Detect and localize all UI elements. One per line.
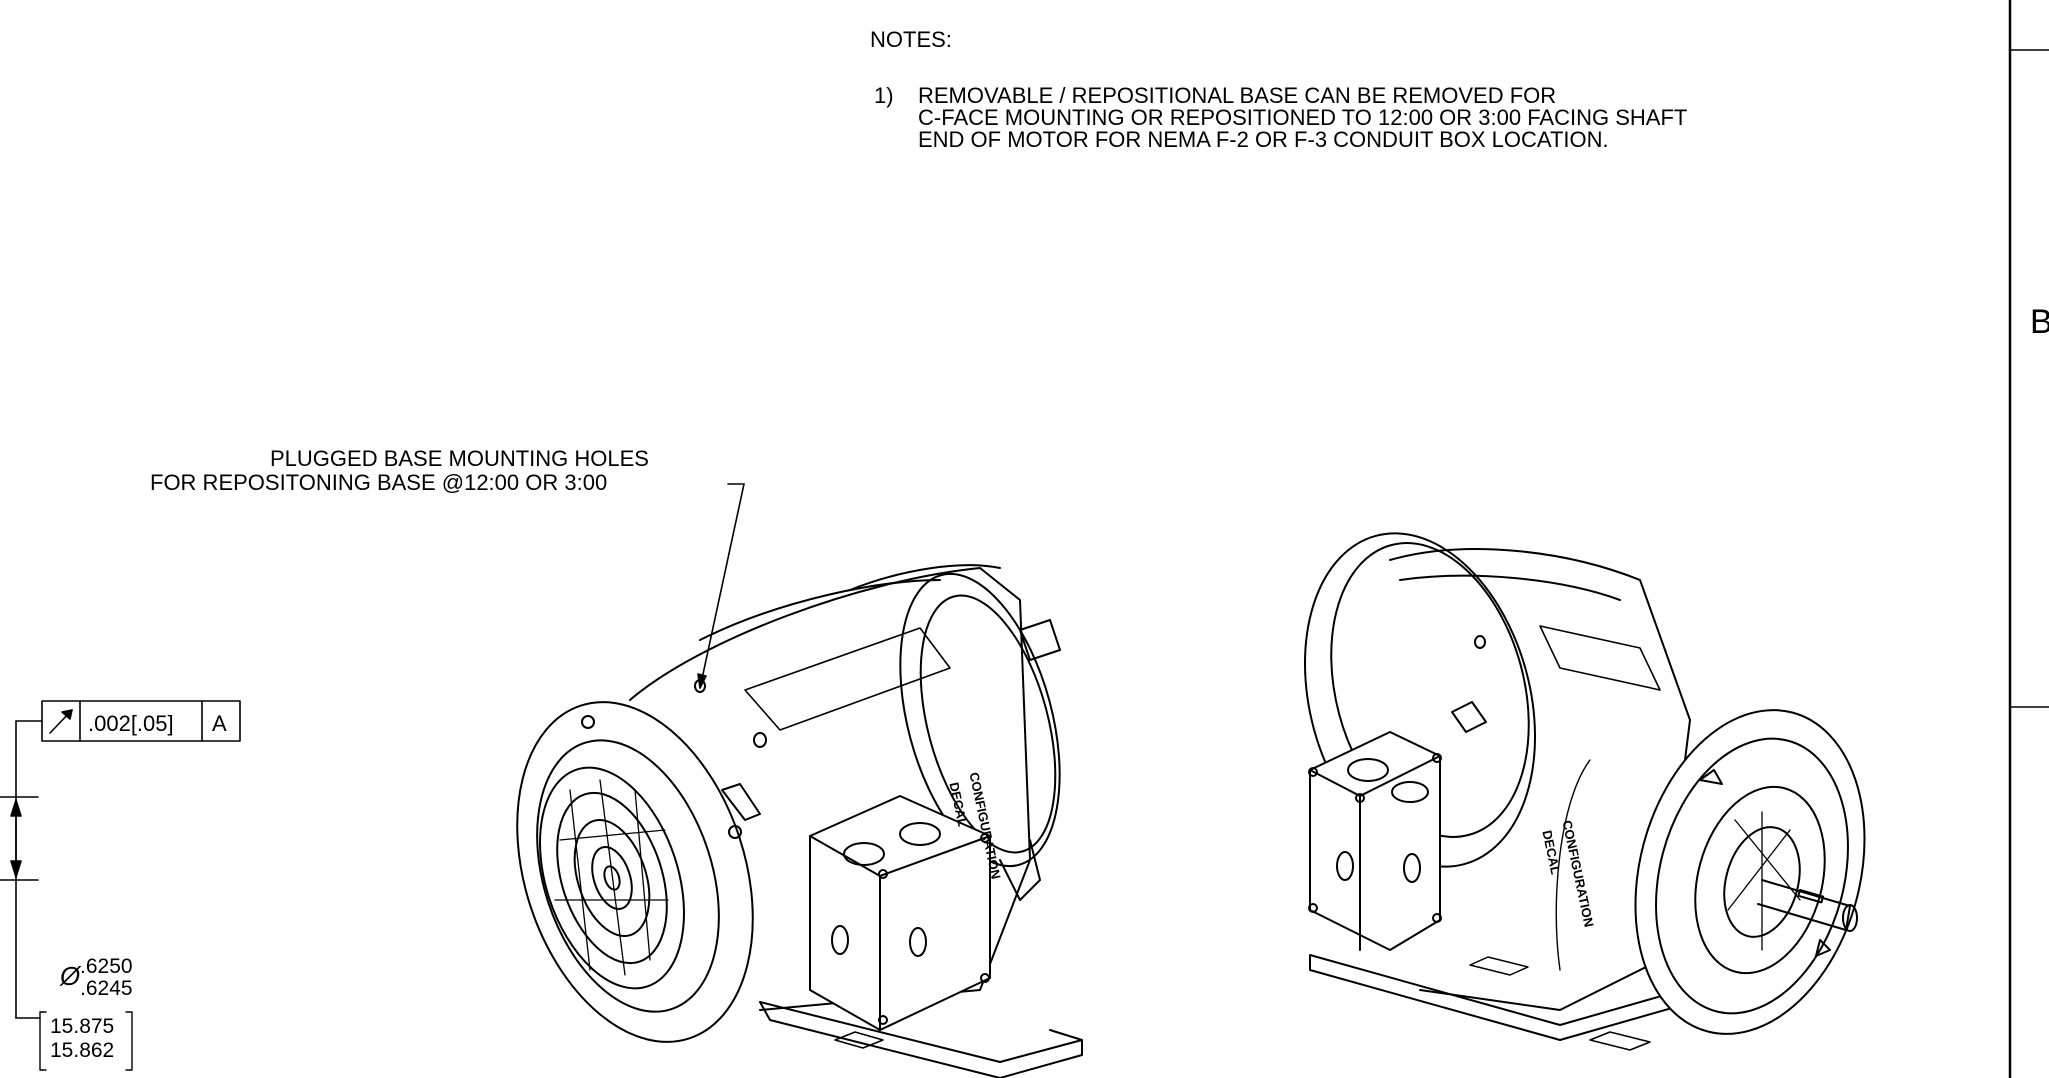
diameter-inch-max: .6250	[80, 955, 133, 978]
drawing-border	[2008, 0, 2049, 1078]
callout-text-line: PLUGGED BASE MOUNTING HOLES	[270, 446, 649, 471]
dimension-lines	[0, 796, 39, 881]
circular-runout-icon	[49, 709, 73, 734]
motor-view-fan-end	[516, 564, 1083, 1078]
callout-leader	[697, 483, 745, 689]
callout-text-line: FOR REPOSITONING BASE @12:00 OR 3:00	[150, 470, 608, 495]
diameter-inch-min: .6245	[80, 977, 133, 1000]
mm-bracket	[39, 1011, 133, 1071]
runout-tolerance: .002[.05]	[88, 711, 174, 736]
note-line: C-FACE MOUNTING OR REPOSITIONED TO 12:00…	[918, 105, 1688, 130]
zone-letter: B	[2030, 303, 2049, 341]
diameter-symbol: Ø	[60, 961, 81, 991]
notes-title: NOTES:	[870, 27, 952, 52]
note-line: REMOVABLE / REPOSITIONAL BASE CAN BE REM…	[918, 83, 1557, 108]
diameter-mm-min: 15.862	[50, 1039, 115, 1062]
note-number: 1)	[874, 83, 894, 108]
datum-reference: A	[212, 711, 227, 736]
feature-control-frame	[15, 700, 241, 1019]
motor-view-shaft-end	[1303, 532, 1866, 1051]
note-line: END OF MOTOR FOR NEMA F-2 OR F-3 CONDUIT…	[918, 127, 1609, 152]
diameter-mm-max: 15.875	[50, 1015, 115, 1038]
